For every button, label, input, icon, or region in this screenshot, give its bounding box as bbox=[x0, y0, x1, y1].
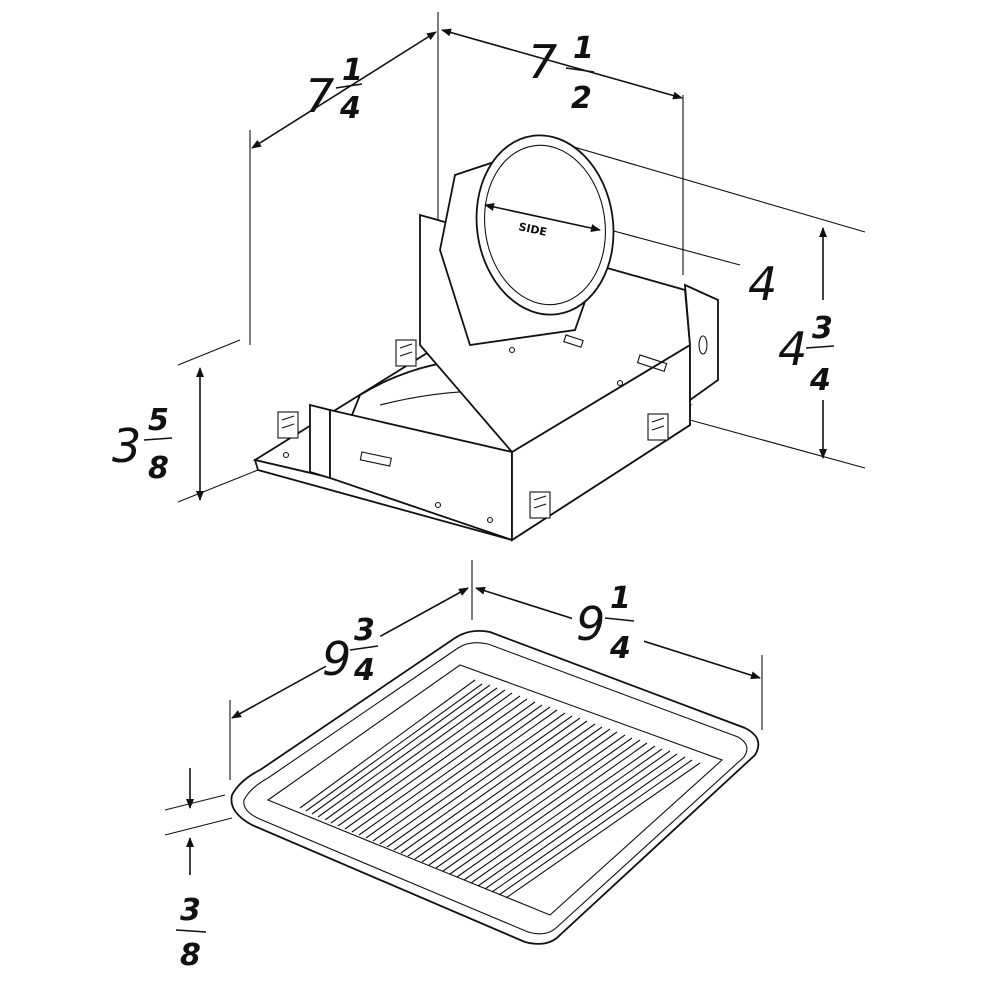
extension-line-box-bottom bbox=[689, 419, 866, 469]
louver bbox=[351, 701, 536, 833]
fraction-bar bbox=[565, 67, 595, 73]
dim-denominator: 2 bbox=[571, 81, 592, 116]
louver bbox=[379, 712, 566, 845]
fraction-bar bbox=[604, 617, 635, 622]
dim-line-housing-front bbox=[251, 31, 437, 149]
extension-line-grille-top-edge bbox=[164, 794, 226, 811]
dim-denominator: 8 bbox=[148, 451, 169, 486]
fraction-bar bbox=[143, 437, 173, 441]
louver bbox=[463, 745, 656, 881]
dim-denominator: 4 bbox=[609, 631, 631, 666]
dim-whole: 7 bbox=[305, 69, 334, 123]
extension-line-box-bottom-left bbox=[177, 469, 259, 503]
dim-whole: 3 bbox=[112, 419, 141, 473]
grille-louvers bbox=[299, 679, 701, 899]
louver bbox=[337, 695, 521, 827]
louver bbox=[393, 717, 581, 851]
dim-denominator: 4 bbox=[809, 363, 831, 398]
fraction-bar bbox=[349, 645, 379, 651]
keyhole-slot bbox=[698, 335, 708, 355]
clip-tab-left bbox=[277, 411, 299, 439]
fraction-bar bbox=[175, 929, 207, 933]
dim-box-height: 3 5 8 bbox=[110, 400, 180, 486]
dim-denominator: 4 bbox=[339, 91, 361, 126]
louver bbox=[449, 739, 641, 875]
duct-side-label: SIDE bbox=[517, 220, 548, 239]
louver bbox=[435, 734, 626, 869]
louver bbox=[470, 748, 663, 884]
dim-denominator: 4 bbox=[353, 653, 375, 688]
clip-tab-right bbox=[647, 413, 669, 441]
louver bbox=[442, 737, 633, 872]
hole bbox=[616, 379, 624, 387]
hole bbox=[508, 346, 516, 354]
fan-housing: SIDE 7 1 4 7 1 2 4 4 3 4 bbox=[110, 12, 866, 542]
louver bbox=[330, 692, 513, 824]
louver bbox=[498, 759, 693, 896]
dim-numerator: 1 bbox=[342, 53, 363, 88]
fraction-bar bbox=[335, 83, 363, 89]
hole bbox=[486, 516, 494, 524]
louver bbox=[358, 704, 543, 836]
extension-line-duct-dia bbox=[609, 229, 741, 266]
louver bbox=[324, 689, 506, 821]
dim-duct-diameter: 4 bbox=[748, 257, 777, 311]
louver bbox=[421, 728, 611, 863]
clip-tab-center bbox=[395, 339, 417, 367]
hole bbox=[282, 451, 290, 459]
dim-whole: 4 bbox=[778, 322, 807, 376]
dim-overall-height: 4 3 4 bbox=[775, 300, 845, 400]
extension-line-box-top-left bbox=[177, 339, 241, 366]
dim-whole: 9 bbox=[322, 632, 351, 686]
dim-numerator: 1 bbox=[610, 581, 631, 616]
dim-denominator: 8 bbox=[180, 938, 201, 973]
dim-numerator: 3 bbox=[812, 311, 833, 346]
louver bbox=[477, 750, 671, 887]
duct-diameter-arrow bbox=[484, 203, 601, 232]
louver bbox=[344, 698, 528, 830]
dim-line-housing-side bbox=[441, 28, 683, 100]
hole bbox=[434, 501, 442, 509]
extension-line-grille-bottom-edge bbox=[164, 817, 233, 836]
louver bbox=[456, 742, 648, 878]
louver bbox=[414, 726, 603, 860]
slot bbox=[636, 354, 668, 372]
louver bbox=[407, 723, 596, 857]
fraction-bar bbox=[805, 345, 835, 349]
dim-whole: 7 bbox=[528, 35, 557, 89]
dim-grille-front-width: 9 3 4 bbox=[304, 597, 394, 691]
slot bbox=[359, 451, 392, 467]
extension-line-duct-top bbox=[549, 139, 866, 233]
louver bbox=[372, 709, 558, 842]
dim-numerator: 3 bbox=[180, 893, 201, 928]
fan-grille: 9 3 4 9 1 4 3 8 bbox=[164, 560, 763, 973]
slot bbox=[563, 334, 584, 348]
louver bbox=[386, 715, 573, 848]
clip-tab-bottom bbox=[529, 491, 551, 519]
duct-inner-rim bbox=[483, 144, 607, 306]
dim-numerator: 5 bbox=[148, 403, 169, 438]
louver bbox=[400, 720, 588, 854]
louver bbox=[491, 756, 686, 893]
dim-numerator: 3 bbox=[354, 613, 375, 648]
grille-frame-inner bbox=[243, 642, 748, 935]
dim-housing-side-width: 7 1 2 bbox=[528, 31, 595, 116]
dim-housing-front-width: 7 1 4 bbox=[305, 53, 363, 126]
dim-numerator: 1 bbox=[573, 31, 594, 66]
louver bbox=[505, 762, 701, 899]
housing-mount-tab bbox=[683, 283, 719, 402]
dim-grille-side-width: 9 1 4 bbox=[572, 581, 644, 666]
louver bbox=[365, 706, 551, 839]
dim-grille-thickness: 3 8 bbox=[175, 893, 207, 973]
housing-front-wall bbox=[309, 403, 331, 480]
dim-whole: 9 bbox=[576, 597, 605, 651]
louver bbox=[484, 753, 678, 890]
louver bbox=[428, 731, 618, 866]
